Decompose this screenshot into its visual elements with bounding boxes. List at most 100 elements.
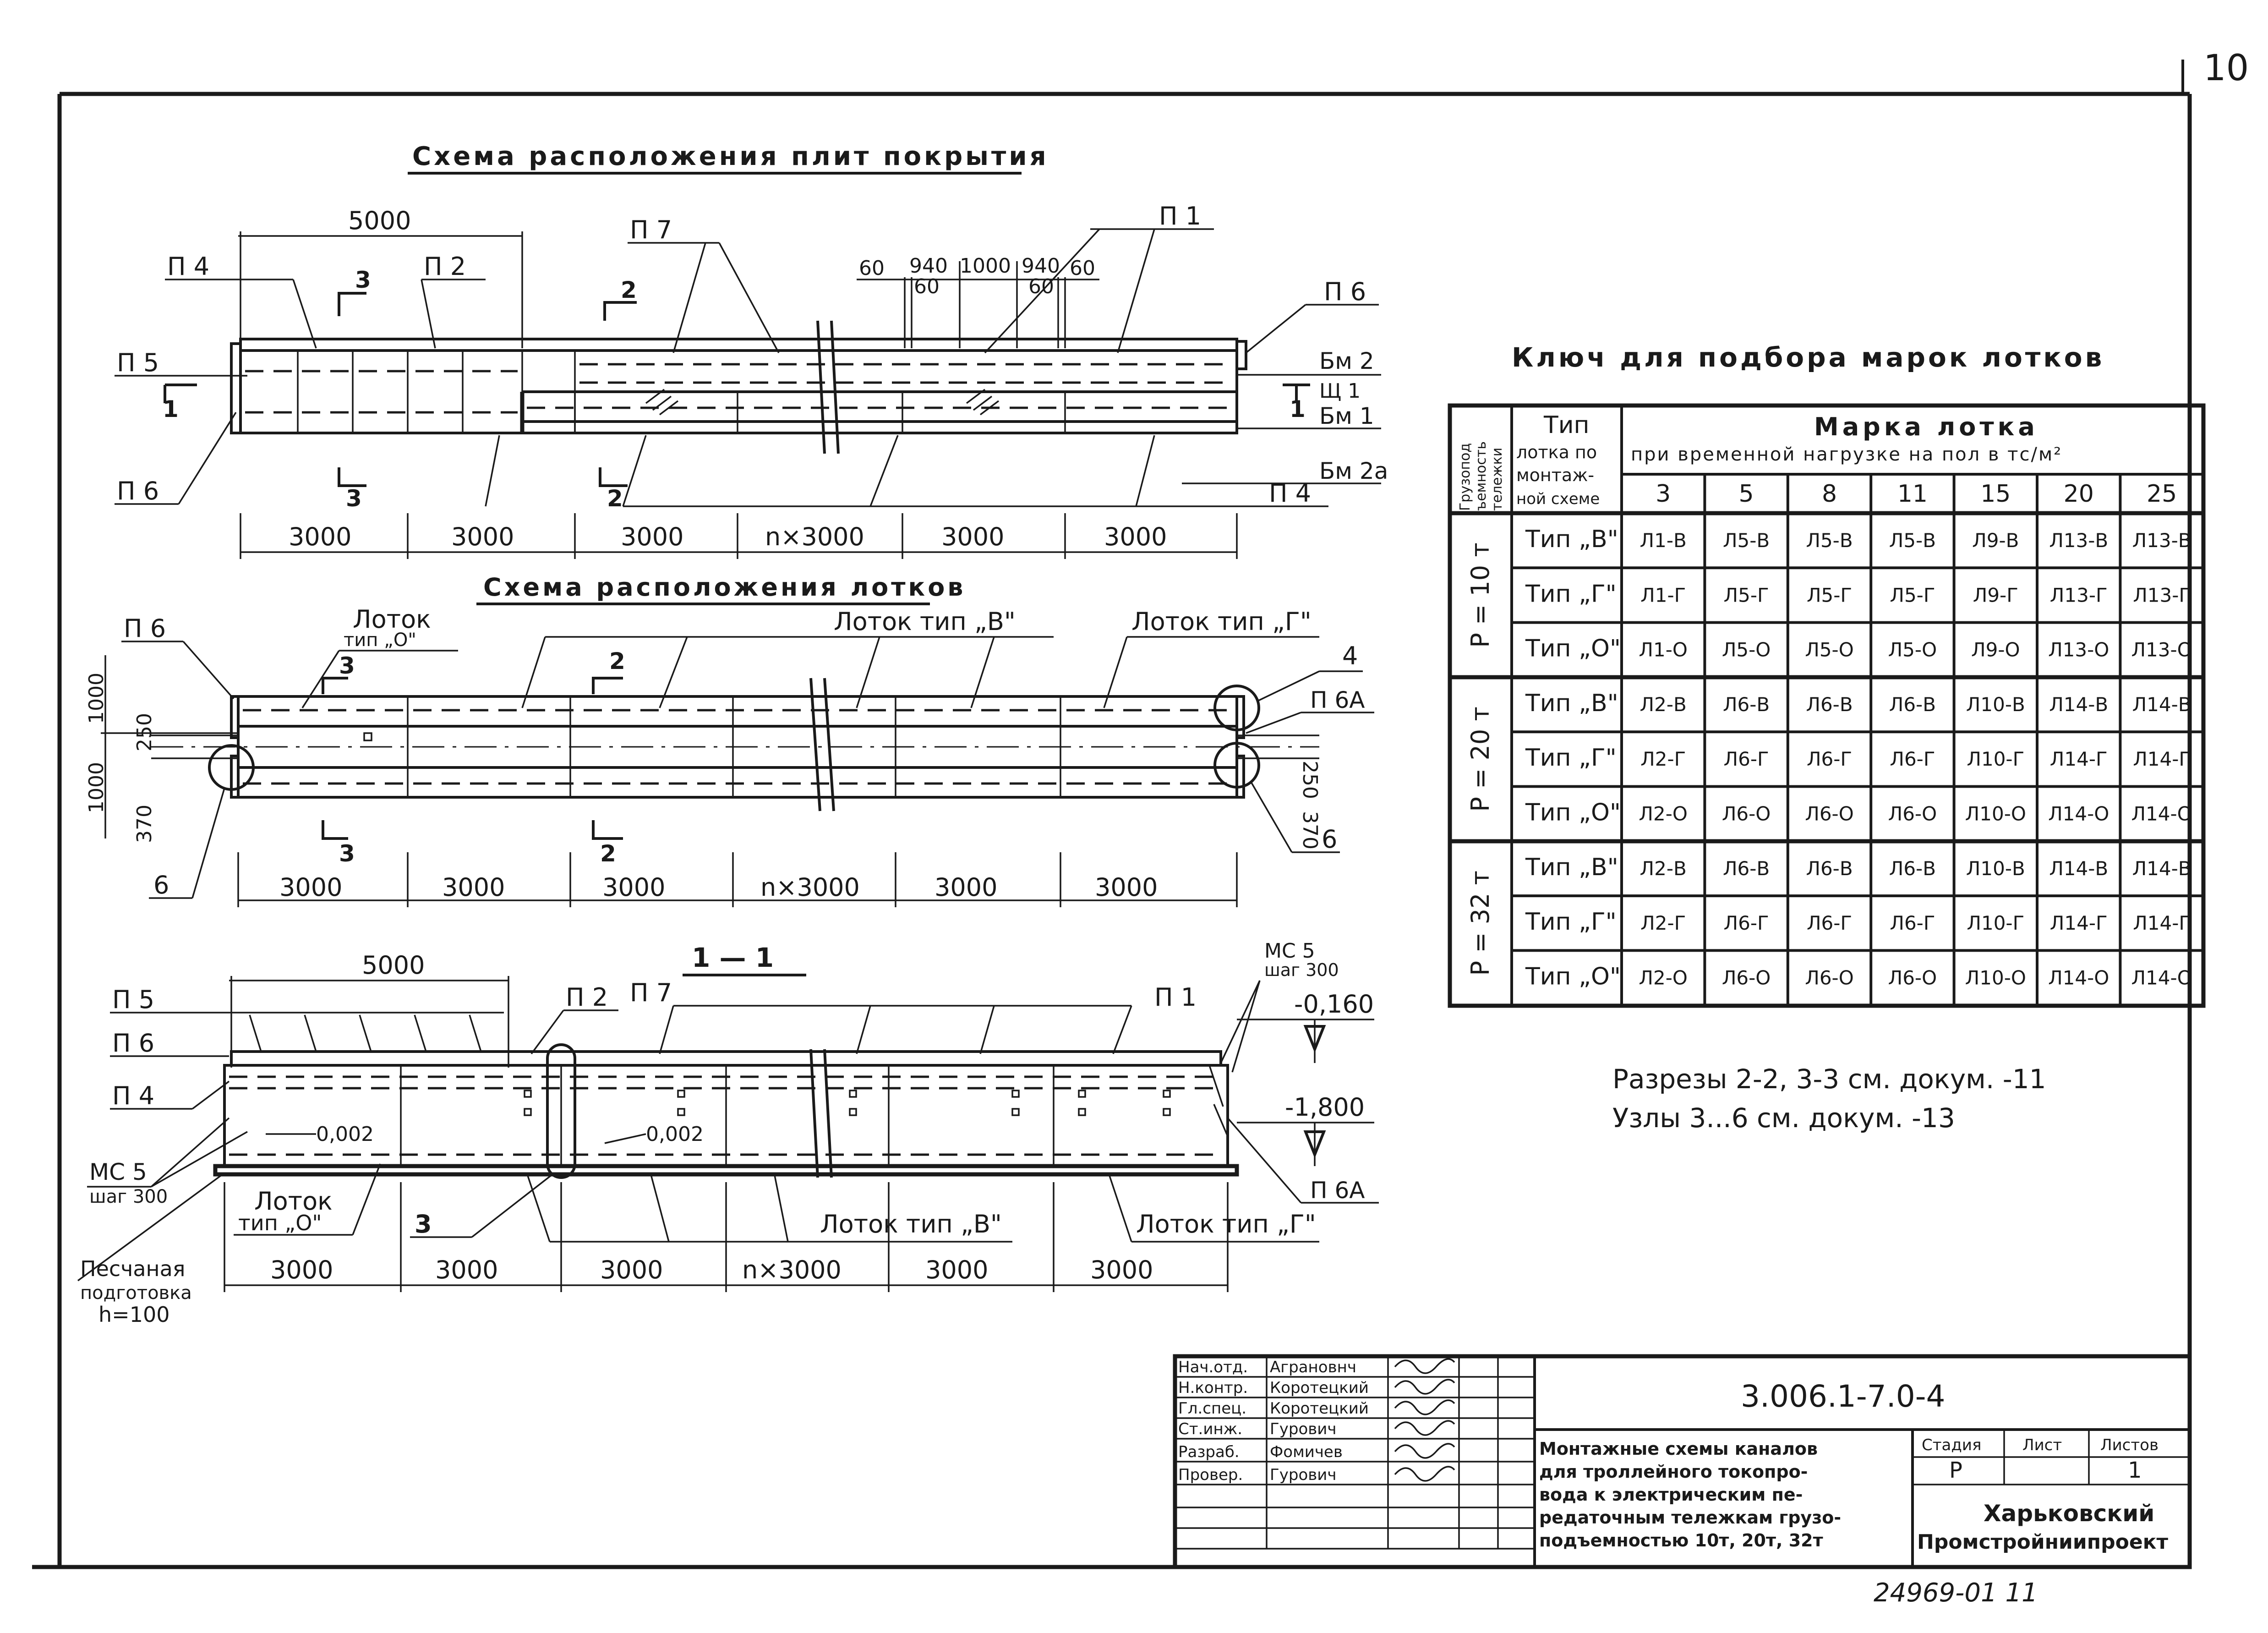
tray-sec-3: 3 bbox=[339, 652, 355, 679]
tray-mark: Л10-Г bbox=[1967, 912, 2024, 934]
tray-mark: Л6-Г bbox=[1807, 748, 1852, 770]
key-table-title: Ключ для подбора марок лотков bbox=[1512, 342, 2104, 373]
s-label-p5: П 5 bbox=[112, 985, 154, 1014]
label-p7: П 7 bbox=[630, 215, 672, 244]
ldim-1: 1000 bbox=[85, 762, 108, 813]
s-label-p4: П 4 bbox=[112, 1081, 154, 1110]
signature-name: Гурович bbox=[1270, 1466, 1336, 1484]
label-p2: П 2 bbox=[424, 252, 466, 281]
tray-mark: Л6-О bbox=[1722, 802, 1771, 825]
stage-label: Стадия bbox=[1922, 1436, 1981, 1454]
tray-label-p6a: П 6А bbox=[1310, 687, 1365, 713]
sheets-label: Листов bbox=[2100, 1436, 2159, 1454]
bdim-1: 3000 bbox=[451, 522, 514, 551]
tray-type: Тип „Г" bbox=[1525, 744, 1617, 772]
sdim-1: 940 bbox=[909, 254, 948, 278]
tray-mark: Л10-Г bbox=[1967, 748, 2024, 770]
tray-type: Тип „В" bbox=[1525, 690, 1618, 717]
tbdim-5: 3000 bbox=[1095, 873, 1158, 902]
tray-label-g: Лоток тип „Г" bbox=[1131, 607, 1312, 636]
sec-1: 1 bbox=[163, 396, 179, 422]
tray-mark: Л6-В bbox=[1806, 693, 1853, 716]
sbdim-0: 3000 bbox=[270, 1255, 333, 1284]
sbdim-5: 3000 bbox=[1090, 1255, 1153, 1284]
tray-label-o: Лоток bbox=[353, 605, 431, 634]
tray-type: Тип „Г" bbox=[1525, 580, 1617, 608]
sdim-6: 60 bbox=[1028, 275, 1054, 298]
key-table: Ключ для подбора марок лотков Грузопод ъ… bbox=[1448, 342, 2206, 1008]
signature-scribble bbox=[1394, 1379, 1455, 1395]
signature-role: Гл.спец. bbox=[1178, 1399, 1246, 1418]
section-title: 1 — 1 bbox=[692, 942, 774, 973]
tray-mark: Л6-Г bbox=[1724, 748, 1769, 770]
bdim-4: 3000 bbox=[941, 522, 1004, 551]
archive-number: 24969-01 11 bbox=[1874, 1578, 2038, 1608]
label-p6-right: П 6 bbox=[1324, 277, 1366, 306]
tray-mark: Л2-О bbox=[1639, 802, 1688, 825]
tray-mark: Л6-В bbox=[1723, 857, 1770, 880]
tray-mark: Л6-В bbox=[1723, 693, 1770, 716]
capacity-label: Р = 32 т bbox=[1466, 871, 1495, 975]
sdim-0: 60 bbox=[859, 257, 885, 280]
stage-value: Р bbox=[1949, 1458, 1962, 1483]
sec-2: 2 bbox=[621, 277, 637, 303]
sec-1r: 1 bbox=[1290, 396, 1306, 422]
s-label-tray-v: Лоток тип „В" bbox=[820, 1210, 1002, 1238]
s-label-sand2: подготовка bbox=[80, 1282, 192, 1304]
tray-mark: Л5-Г bbox=[1807, 584, 1852, 606]
tray-mark: Л13-Г bbox=[2050, 584, 2108, 606]
label-p5: П 5 bbox=[117, 348, 159, 377]
tray-mark: Л5-В bbox=[1889, 529, 1936, 552]
signature-name: Фомичев bbox=[1270, 1443, 1343, 1461]
s-label-p1: П 1 bbox=[1154, 983, 1197, 1012]
tray-mark: Л2-В bbox=[1640, 693, 1687, 716]
s-slope-1: 0,002 bbox=[316, 1123, 374, 1146]
signature-name: Коротецкий bbox=[1270, 1399, 1369, 1418]
sdim-2: 1000 bbox=[960, 254, 1011, 278]
signature-scribble bbox=[1394, 1443, 1455, 1459]
tray-node-6-left: 6 bbox=[153, 871, 169, 899]
signature-role: Разраб. bbox=[1178, 1443, 1240, 1461]
s-label-tray-g: Лоток тип „Г" bbox=[1136, 1210, 1316, 1238]
tray-mark: Л5-О bbox=[1888, 639, 1937, 661]
section-1-1: 1 — 1 5000 П 5 bbox=[77, 939, 1379, 1327]
tray-mark: Л13-О bbox=[2131, 639, 2192, 661]
tray-type: Тип „В" bbox=[1525, 854, 1618, 881]
tray-mark: Л6-В bbox=[1806, 857, 1853, 880]
tray-label-v: Лоток тип „В" bbox=[834, 607, 1016, 636]
desc-line-3: вода к электрическим пе- bbox=[1539, 1485, 1803, 1505]
sec-2b: 2 bbox=[607, 485, 623, 512]
tray-mark: Л5-Г bbox=[1724, 584, 1769, 606]
signature-role: Провер. bbox=[1178, 1466, 1243, 1484]
tray-mark: Л2-О bbox=[1639, 966, 1688, 989]
title-block: Нач.отд.АграновнчН.контр.КоротецкийГл.сп… bbox=[1173, 1354, 2192, 1569]
sec-3: 3 bbox=[355, 267, 371, 293]
slab-plan: Схема расположения плит покрытия 5000 bbox=[115, 142, 1388, 559]
tray-type: Тип „О" bbox=[1525, 635, 1621, 663]
tray-mark: Л2-Г bbox=[1640, 912, 1686, 934]
s-label-sand3: h=100 bbox=[98, 1302, 170, 1327]
tray-mark: Л2-В bbox=[1640, 857, 1687, 880]
bdim-0: 3000 bbox=[289, 522, 351, 551]
tbdim-0: 3000 bbox=[279, 873, 342, 902]
s-label-p2: П 2 bbox=[566, 983, 608, 1012]
tray-sec-2: 2 bbox=[609, 648, 625, 674]
tray-mark: Л5-В bbox=[1723, 529, 1770, 552]
tray-mark: Л14-Г bbox=[2050, 912, 2108, 934]
s-label-step-left: шаг 300 bbox=[89, 1186, 168, 1207]
sdim-3: 940 bbox=[1022, 254, 1060, 278]
tray-mark: Л1-В bbox=[1640, 529, 1687, 552]
s-label-sand1: Песчаная bbox=[80, 1256, 185, 1281]
tray-mark: Л14-О bbox=[2048, 966, 2109, 989]
tray-mark: Л6-Г bbox=[1807, 912, 1852, 934]
signature-role: Ст.инж. bbox=[1178, 1420, 1242, 1438]
tray-mark: Л6-О bbox=[1805, 802, 1854, 825]
tray-mark: Л6-О bbox=[1888, 802, 1937, 825]
s-label-tray-o2: тип „О" bbox=[238, 1211, 322, 1235]
tray-type: Тип „В" bbox=[1525, 526, 1618, 553]
col-type-3: монтаж- bbox=[1516, 465, 1594, 485]
org-line-1: Харьковский bbox=[1984, 1500, 2154, 1527]
signature-name: Гурович bbox=[1270, 1420, 1336, 1438]
tray-mark: Л6-В bbox=[1889, 857, 1936, 880]
col-lines bbox=[1703, 474, 2122, 1006]
